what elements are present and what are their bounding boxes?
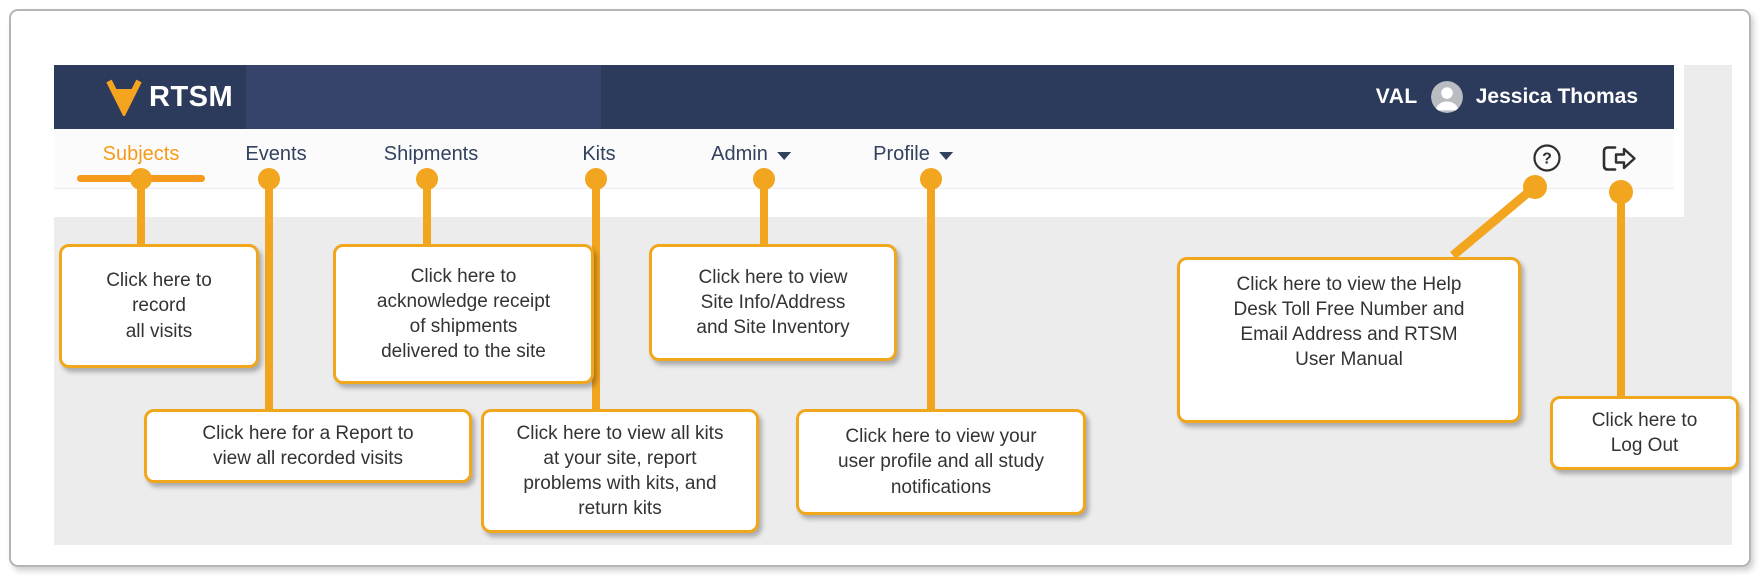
nav-lower-band (54, 189, 1674, 217)
slide-frame: RTSM VAL Jessica Thomas Subjects Events … (9, 9, 1751, 567)
connector-dot-help (1523, 175, 1547, 199)
connector-dot-logout (1609, 180, 1633, 204)
connector-dot-profile (920, 168, 942, 190)
rtsm-logo-icon (106, 78, 142, 118)
chevron-down-icon (938, 152, 953, 160)
tab-kits-label: Kits (582, 143, 616, 165)
connector-line-kits (592, 179, 600, 412)
callout-help: Click here to view the Help Desk Toll Fr… (1177, 257, 1521, 423)
callout-admin: Click here to view Site Info/Address and… (649, 244, 897, 361)
callout-subjects: Click here to record all visits (59, 244, 259, 368)
avatar[interactable] (1430, 81, 1463, 113)
user-name: Jessica Thomas (1475, 85, 1638, 108)
connector-dot-kits (585, 168, 607, 190)
main-nav (54, 129, 1674, 189)
environment-label: VAL (1375, 85, 1418, 108)
connector-line-admin (760, 179, 768, 247)
connector-line-logout (1617, 192, 1625, 399)
tab-shipments-label: Shipments (383, 143, 479, 165)
tab-admin-label: Admin (711, 143, 768, 165)
help-button[interactable]: ? (1532, 143, 1562, 173)
connector-line-events (265, 179, 273, 412)
app-title: RTSM (149, 80, 234, 113)
tab-admin[interactable]: Admin (711, 143, 791, 166)
header-study-panel (246, 65, 601, 129)
callout-events: Click here for a Report to view all reco… (144, 409, 472, 483)
tab-subjects-label: Subjects (102, 143, 180, 165)
callout-kits: Click here to view all kits at your site… (481, 409, 759, 533)
screenshot-right-gap (1674, 65, 1684, 217)
logout-icon (1600, 144, 1640, 178)
logout-button[interactable] (1600, 144, 1640, 173)
app-header: RTSM VAL Jessica Thomas (54, 65, 1674, 129)
tab-profile[interactable]: Profile (873, 143, 953, 166)
tab-events[interactable]: Events (245, 143, 306, 166)
svg-text:?: ? (1542, 151, 1552, 168)
tab-events-label: Events (245, 143, 307, 165)
brand: RTSM (106, 65, 233, 129)
chevron-down-icon (776, 152, 791, 160)
connector-dot-events (258, 168, 280, 190)
tab-subjects[interactable]: Subjects (103, 143, 180, 166)
connector-dot-shipments (416, 168, 438, 190)
tab-kits[interactable]: Kits (582, 143, 615, 166)
connector-line-shipments (423, 179, 431, 247)
connector-line-subjects (137, 179, 145, 247)
help-icon: ? (1532, 143, 1562, 178)
callout-shipments: Click here to acknowledge receipt of shi… (333, 244, 594, 384)
tab-profile-label: Profile (873, 143, 930, 165)
connector-line-profile (927, 179, 935, 412)
callout-profile: Click here to view your user profile and… (796, 409, 1086, 515)
callout-logout: Click here to Log Out (1550, 396, 1739, 470)
tab-shipments[interactable]: Shipments (384, 143, 479, 166)
connector-dot-subjects (130, 168, 152, 190)
connector-dot-admin (753, 168, 775, 190)
user-box: VAL Jessica Thomas (1376, 65, 1638, 129)
